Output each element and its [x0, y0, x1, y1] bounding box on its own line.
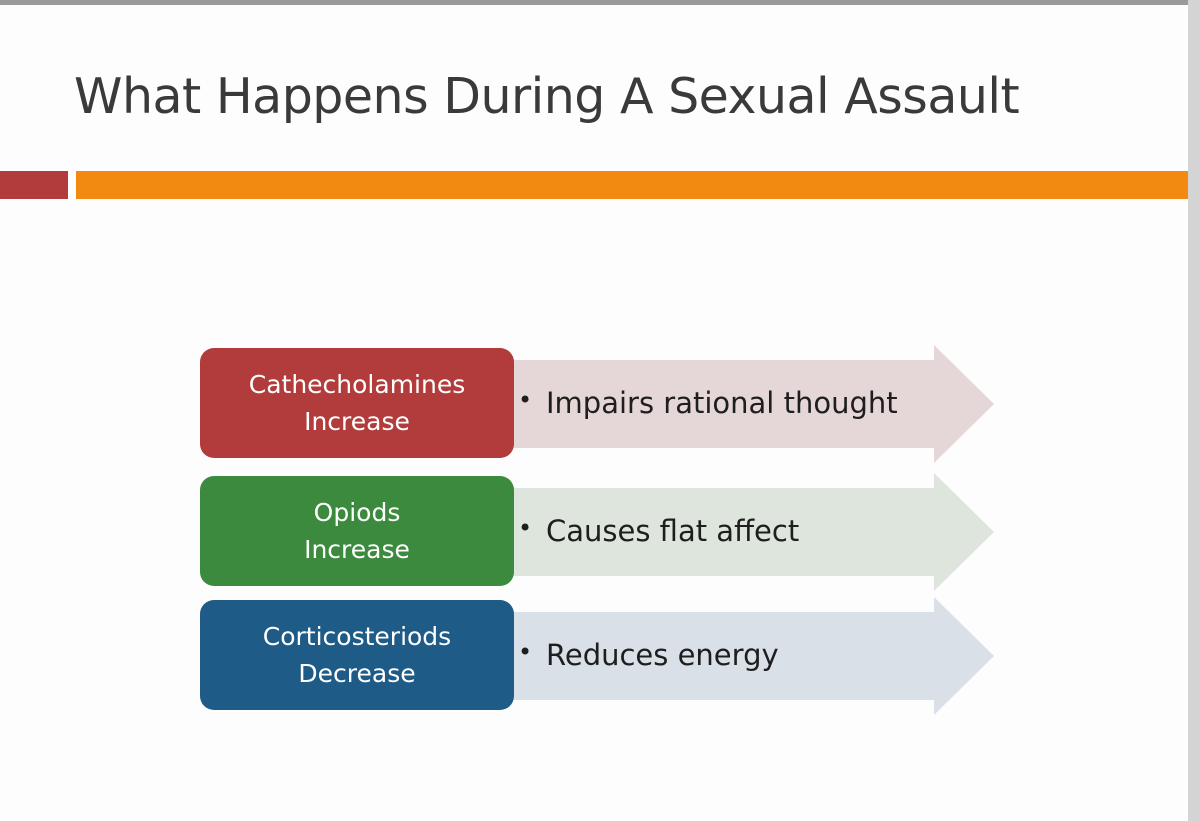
- arrow-shape-3: [500, 597, 994, 715]
- hormone-box-2: Opiods Increase: [200, 476, 514, 586]
- bullet-1: •: [518, 386, 533, 414]
- bullet-3: •: [518, 638, 533, 666]
- effect-label-2: Causes flat affect: [546, 514, 800, 548]
- effect-text-1: • Impairs rational thought: [518, 386, 898, 420]
- effect-label-1: Impairs rational thought: [546, 386, 898, 420]
- hormone-box-3: Corticosteriods Decrease: [200, 600, 514, 710]
- arrow-shape-2: [500, 473, 994, 591]
- arrow-shape-1: [500, 345, 994, 463]
- accent-bar-orange: [76, 171, 1188, 199]
- top-border: [0, 0, 1200, 5]
- hormone-change-3: Decrease: [298, 659, 416, 688]
- hormone-box-1: Cathecholamines Increase: [200, 348, 514, 458]
- effect-arrow-2: [500, 473, 994, 591]
- hormone-change-2: Increase: [304, 535, 410, 564]
- hormone-change-1: Increase: [304, 407, 410, 436]
- effect-label-3: Reduces energy: [546, 638, 779, 672]
- effect-text-3: • Reduces energy: [518, 638, 779, 672]
- slide-title: What Happens During A Sexual Assault: [74, 68, 1020, 125]
- effect-arrow-3: [500, 597, 994, 715]
- effect-arrow-1: [500, 345, 994, 463]
- hormone-name-2: Opiods: [313, 498, 401, 527]
- right-border: [1188, 0, 1200, 821]
- effect-text-2: • Causes flat affect: [518, 514, 799, 548]
- bullet-2: •: [518, 514, 533, 542]
- hormone-name-3: Corticosteriods: [262, 622, 452, 651]
- hormone-name-1: Cathecholamines: [248, 370, 466, 399]
- accent-bar-red: [0, 171, 68, 199]
